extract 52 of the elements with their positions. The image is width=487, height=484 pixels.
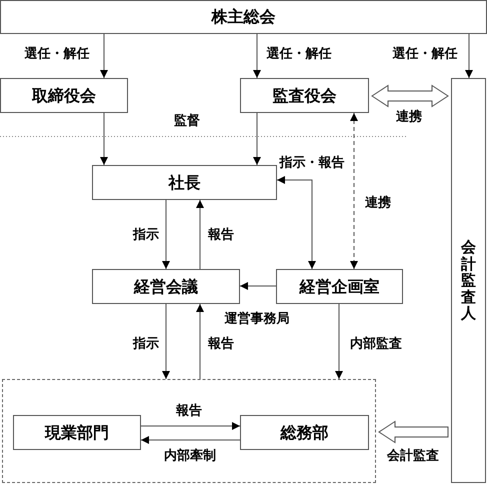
node-label: 経営企画室 xyxy=(300,276,380,296)
arrow xyxy=(335,304,343,380)
dashed-group-box xyxy=(2,379,376,483)
organization-box xyxy=(0,78,128,113)
arrow xyxy=(465,34,473,78)
node-label: 現業部門 xyxy=(45,422,109,442)
node-label: 監査役会 xyxy=(272,86,336,106)
organization-box xyxy=(451,78,486,483)
arrow xyxy=(253,34,261,78)
double-block-arrow xyxy=(371,84,449,108)
edge-label: 報告 xyxy=(175,404,203,420)
arrow xyxy=(196,200,204,270)
arrow xyxy=(100,112,108,166)
organization-box xyxy=(276,269,403,304)
edge-label: 報告 xyxy=(207,228,235,244)
block-arrow xyxy=(378,420,448,444)
node-label: 会計監査人 xyxy=(461,239,476,322)
edge-label: 選任・解任 xyxy=(266,48,332,62)
arrow xyxy=(162,304,170,380)
annotation-label: 監督 xyxy=(173,114,201,130)
organization-box xyxy=(92,165,277,200)
edge-label: 報告 xyxy=(207,338,235,352)
arrow xyxy=(100,34,108,78)
edge-label: 指示 xyxy=(132,338,160,352)
arrow xyxy=(162,200,170,270)
node-label: 株主総会 xyxy=(212,7,276,27)
arrow xyxy=(240,282,276,290)
edge-label: 選任・解任 xyxy=(24,48,90,62)
arrow xyxy=(140,436,240,444)
organization-box xyxy=(240,415,369,450)
edge-label: 会計監査 xyxy=(386,450,440,464)
organization-box xyxy=(13,415,141,450)
arrow xyxy=(196,304,204,380)
edge-label: 連携 xyxy=(364,196,392,212)
node-label: 取締役会 xyxy=(32,86,96,106)
edge-label: 選任・解任 xyxy=(392,48,458,62)
node-label: 経営会議 xyxy=(134,276,198,296)
organization-box xyxy=(0,0,487,34)
edge-label: 指示・報告 xyxy=(278,156,346,172)
edge-label: 連携 xyxy=(395,110,423,126)
edge-label: 内部牽制 xyxy=(163,450,217,464)
organization-box xyxy=(92,269,240,304)
node-label: 社長 xyxy=(168,172,200,192)
annotation-label: 運営事務局 xyxy=(224,312,290,328)
node-label: 総務部 xyxy=(280,422,328,442)
double-arrow xyxy=(276,176,316,270)
arrow xyxy=(140,422,240,430)
edge-label: 指示 xyxy=(132,228,160,244)
organization-box xyxy=(240,78,369,113)
dashed-double-arrow xyxy=(350,112,358,270)
edge-label: 内部監査 xyxy=(349,338,403,352)
arrow xyxy=(253,112,261,166)
